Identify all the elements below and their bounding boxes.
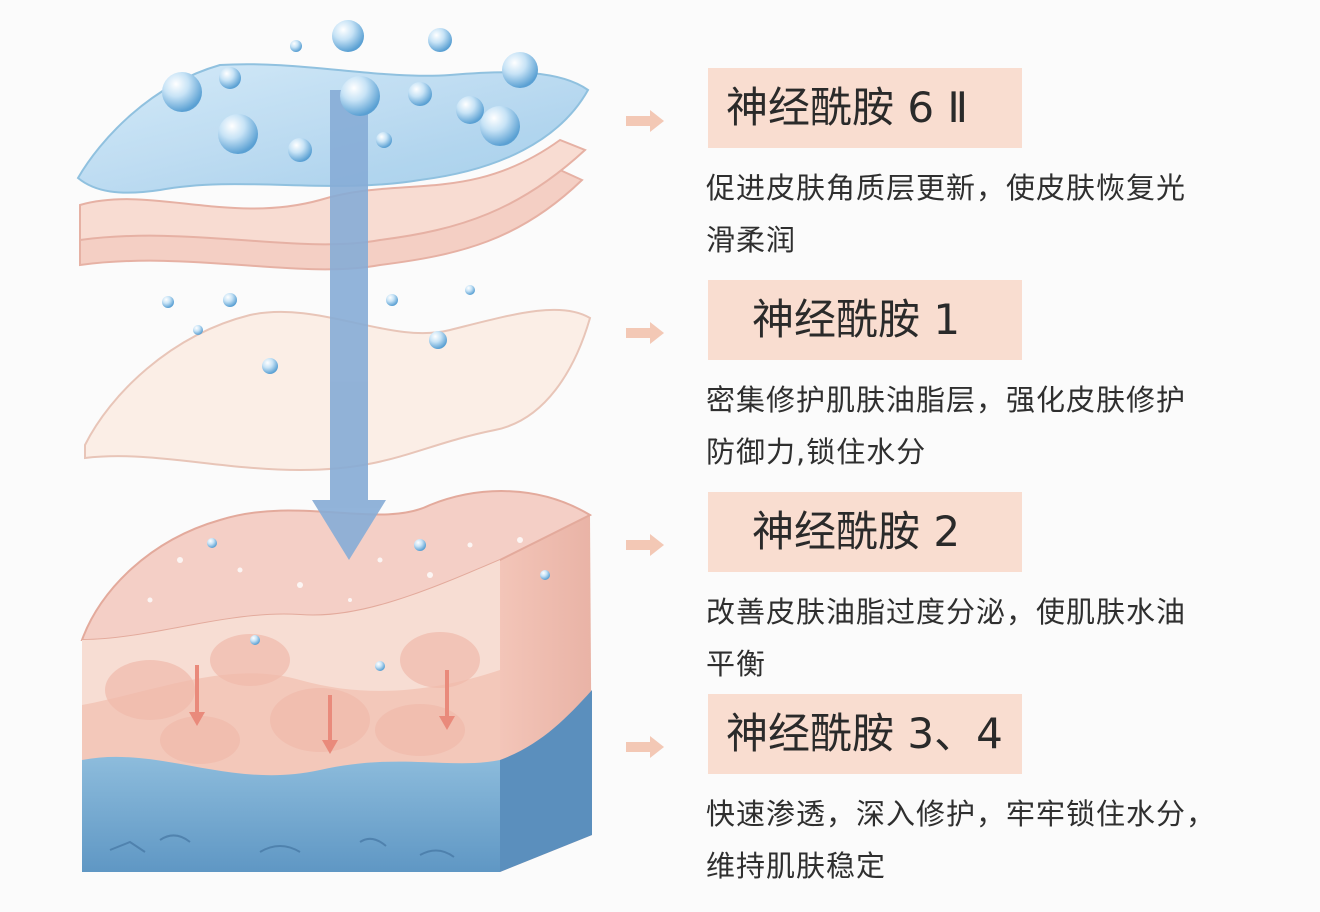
right-arrow-icon — [626, 736, 664, 758]
water-layer — [82, 756, 500, 872]
layer-description: 快速渗透，深入修护，牢牢锁住水分， 维持肌肤稳定 — [706, 797, 1217, 883]
right-arrow-icon — [626, 110, 664, 132]
layer-description: 密集修护肌肤油脂层，强化皮肤修护 防御力,锁住水分 — [706, 383, 1187, 469]
layer-title: 神经酰胺 3、4 — [708, 694, 1022, 774]
down-arrow-icon — [189, 665, 455, 754]
layer-title: 神经酰胺 1 — [708, 280, 1022, 360]
penetration-arrow — [312, 90, 386, 560]
layer-description: 促进皮肤角质层更新，使皮肤恢复光 滑柔润 — [706, 171, 1187, 257]
right-arrow-icon — [626, 322, 664, 344]
skin-layers-illustration — [76, 20, 593, 872]
layer-title: 神经酰胺 2 — [708, 492, 1022, 572]
skin-block — [80, 490, 593, 872]
right-arrow-icon — [626, 534, 664, 556]
pink-sheet-middle — [79, 138, 587, 246]
water-droplet-icon — [162, 20, 550, 671]
layer-description: 改善皮肤油脂过度分泌，使肌肤水油 平衡 — [706, 595, 1187, 681]
layer-title: 神经酰胺 6 Ⅱ — [708, 68, 1022, 148]
